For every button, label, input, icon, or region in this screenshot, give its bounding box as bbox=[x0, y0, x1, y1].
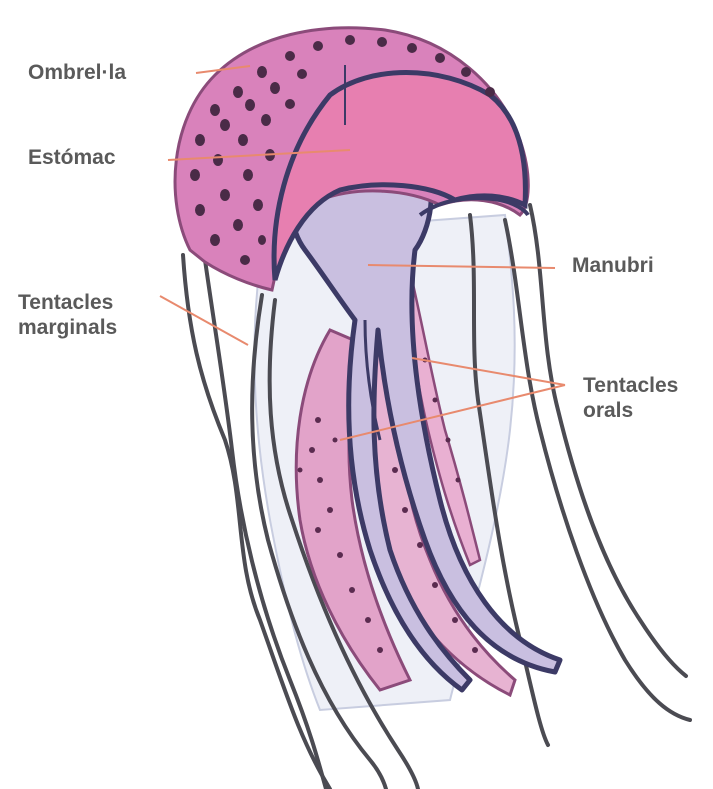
label-tentacles-orals: Tentacles orals bbox=[583, 373, 678, 423]
label-estomac: Estómac bbox=[28, 145, 116, 170]
label-manubri: Manubri bbox=[572, 253, 654, 278]
leader-line-tentacles-marginals bbox=[160, 296, 248, 345]
label-ombrella: Ombrel·la bbox=[28, 60, 126, 85]
label-tentacles-marginals: Tentacles marginals bbox=[18, 290, 117, 340]
